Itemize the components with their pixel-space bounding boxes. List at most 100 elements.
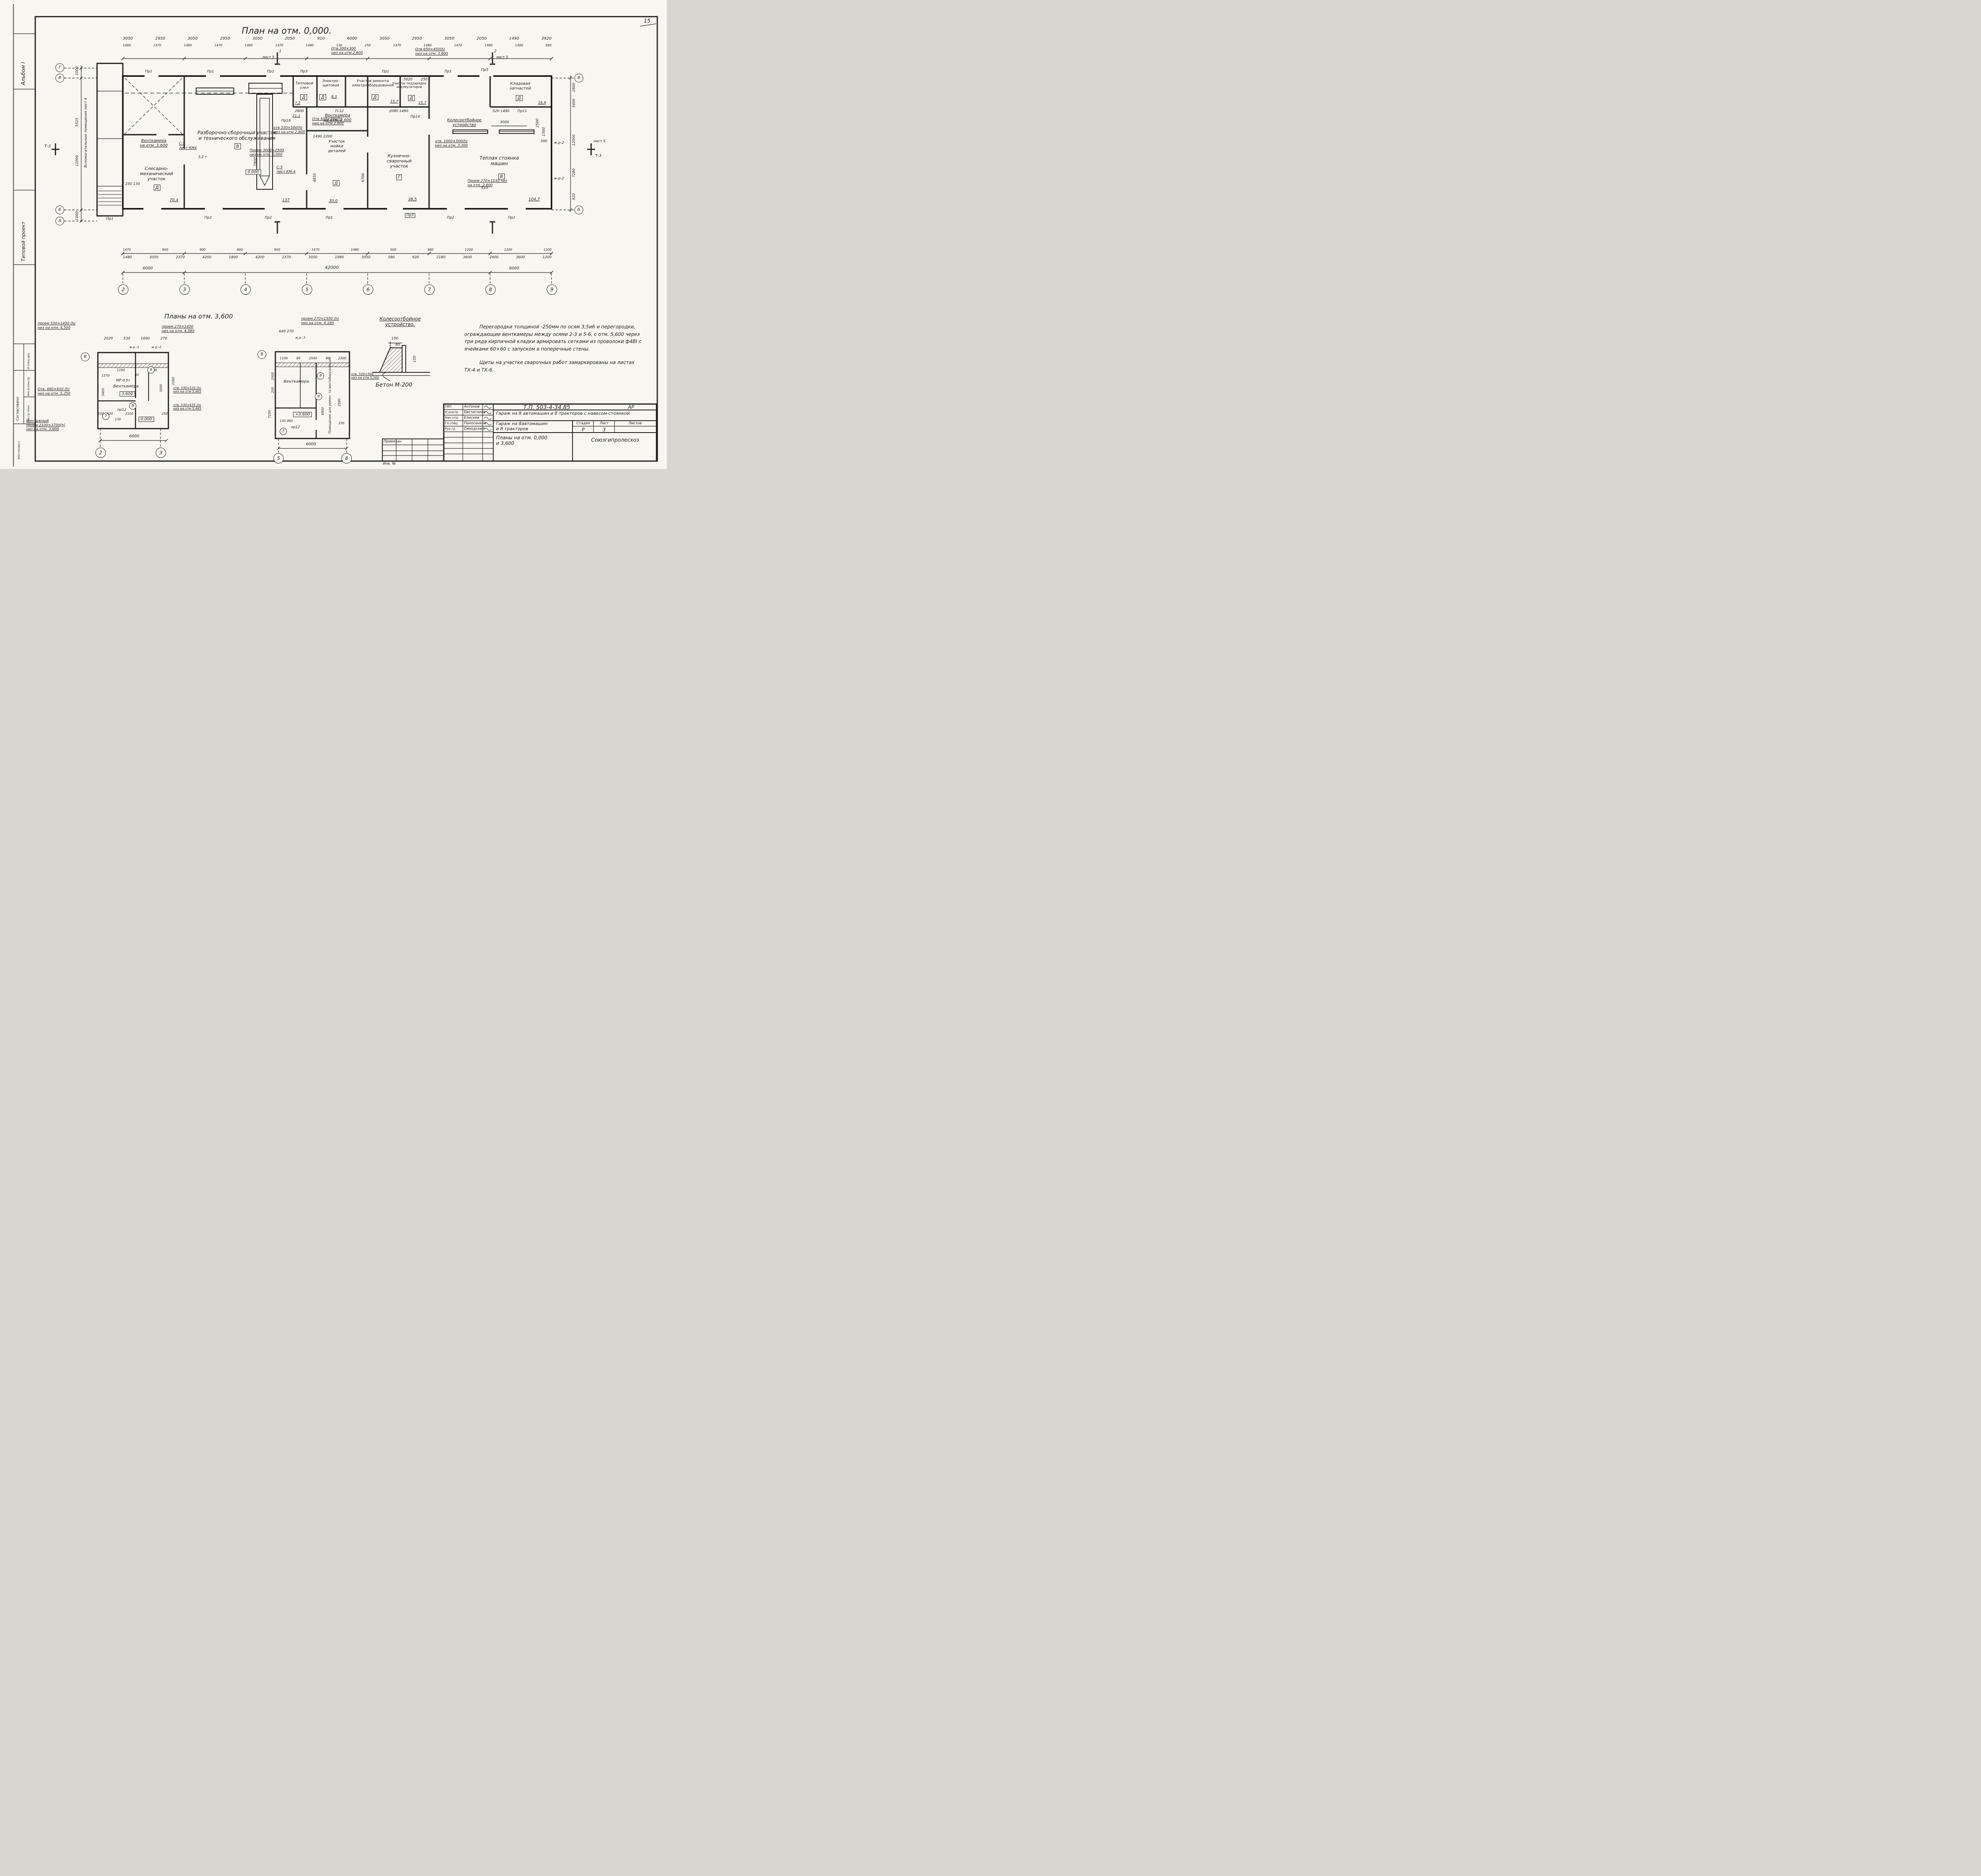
room-remonta: Участок ремонта электрооборудования [352, 79, 394, 88]
tb-name-2: Евстигнеев [464, 410, 486, 414]
album-label: Альбом I [21, 62, 27, 85]
mp-dim-2580: 2580 [338, 398, 341, 406]
mp-dim-250b: 250 [338, 421, 345, 425]
tb-mark-ar: АР [628, 404, 634, 410]
axis-3: 3 [179, 284, 190, 295]
dim-1500: 1500 [542, 127, 546, 136]
mp-ann-top: проем 270×1550 (h) низ на отм. 4.180 [301, 317, 339, 325]
ann-proem-270: Проем 270×1150 низ на отм. 2.600 [468, 179, 508, 187]
mp-axis-6: 6 [342, 453, 352, 463]
axis-5: 5 [302, 284, 312, 295]
mark-zhr2-a: ж.р-2 [554, 141, 564, 145]
tb-name-1: Антонов [464, 405, 480, 409]
gate-pr1-t5: Пр1 [445, 70, 452, 74]
mp-pos9-b: 9 [315, 393, 322, 400]
mp-zhr3: ж.р.-3 [295, 336, 305, 339]
gate-pr3-b: Пр3 [405, 213, 416, 218]
gate-pr3-t: Пр3 [300, 70, 308, 74]
gate-pr2-b4: Пр2 [508, 216, 515, 220]
dim-left-4: 1000 [75, 211, 79, 220]
blueprint-sheet: Альбом I Типовой проект Вспомогательные … [0, 0, 667, 469]
section-ref-list5-right: лист 5 [594, 139, 606, 143]
gate-pr2-b1: Пр2 [204, 216, 212, 220]
lp-room-label: Венткамера [113, 384, 139, 389]
gate-pr1-t3: Пр1 [267, 70, 275, 74]
lp-ann-tl: проем 530×1450 (h) низ на отм. 4,500 [38, 322, 76, 330]
room-moyki-area: 30,0 [329, 199, 338, 203]
dim-5620: 5620 [403, 78, 412, 82]
axis-2: 2 [118, 284, 128, 295]
ann-otv-500: Отв 500×500(h) низ на отм 2.800 [312, 117, 344, 126]
lp-ann-tr: проем 270×1450 низ на отм. 4,580 [162, 325, 195, 333]
gate-pr5-t: Пр5 [481, 68, 489, 72]
lp-pr12: пр12 [117, 408, 127, 412]
room-teplovoy: Тепловой узел [295, 82, 313, 90]
lp-ann-otv660: Отв. 660×610 (h) низ на отм. 5,250 [38, 387, 71, 396]
dim-right-2: 3400 [572, 99, 576, 108]
axis-v-left: В [55, 74, 64, 82]
lp-pos9-a: 9 [147, 366, 155, 374]
mp-room-label: Венткамера [284, 379, 309, 384]
note-paragraph-1: Перегородки толщиной -250мм по осям 3;5и… [464, 323, 643, 353]
axis-a-left: А [55, 217, 64, 225]
dim-250: 250 [421, 78, 428, 82]
room-electro-letter: Д [319, 94, 326, 100]
approved-label: Согласовано [16, 397, 20, 421]
mp-dims-top: 640 270 [279, 330, 294, 334]
mp-dim-6900: 6900 [321, 407, 324, 415]
tb-name-object: Гараж на 8автомашин и 8 тракторов [496, 421, 548, 431]
dim-right-1: 2800 [572, 83, 576, 92]
lp-mr-label: МР 0,5т [116, 379, 130, 383]
ann-area-211: 21,1 [292, 114, 301, 118]
lp-dim-1570: 1570 [101, 374, 110, 377]
ann-c5-a: С-5 лист КМ4 [179, 142, 197, 150]
section-mark-1: 1 [279, 49, 282, 53]
dim-2500: 2500 [536, 118, 540, 128]
axis-b-left: Б [55, 206, 64, 214]
ann-proem-3000: Проем 3000×2500 низ на отм. 0,000 [250, 149, 284, 157]
mp-dim-2500: 2500 [271, 372, 275, 380]
note-paragraph-2: Щиты на участке сварочных работ замаркир… [464, 359, 643, 374]
room-podzaryadki: Участок подзарядки аккумуляторов [392, 82, 427, 89]
lp-ann-mont: Монтажный проем 2100×3700(h) низ на отм.… [26, 419, 65, 432]
gate-pr1-b2: Пр1 [326, 216, 333, 220]
dim-total-center: 42000 [325, 265, 339, 270]
gate-pr11: Пр11 [517, 109, 527, 113]
room-kladovaya: Кладовая запчастей [510, 82, 531, 91]
dim-right-3: 12000 [572, 134, 576, 146]
gate-pr1-t2: Пр1 [207, 70, 214, 74]
lp-dim-250b: 250 [162, 412, 168, 416]
gate-pr1-t1: Пр1 [145, 70, 153, 74]
dim-top-subchain: 1480 1470 1480 1470 1480 1470 1480 130 2… [123, 44, 552, 47]
note-1-text: Перегородки толщиной -250мм по осям 3;5и… [464, 324, 641, 352]
room-teplovoy-letter: Д [300, 94, 307, 100]
elevation-0000: 0.000 [246, 170, 261, 175]
gate-pr16: Пр16 [281, 119, 291, 123]
ann-koleso: Колесоотбойное устройство [447, 118, 482, 127]
ann-otv-650: Отв 650×450(h) низ на отм. 3.800 [415, 48, 448, 56]
main-plan-title: План на отм. 0,000. [242, 26, 332, 36]
mp-dim-6000: 6000 [306, 442, 316, 446]
tb-role-5: Рук.гр [445, 427, 456, 431]
ann-otv-300: Отв.300×300 низ на отм.2,800 [331, 47, 363, 55]
section-ref-list5-a: лист 5 [262, 55, 275, 59]
room-stoyanka-letter: В [498, 173, 505, 179]
aux-rooms-label: Вспомогательные помещения лист 4 [84, 97, 88, 168]
dim-7800: 7800 [254, 157, 258, 166]
lp-zhr1: ж.р.-1 [129, 345, 139, 349]
dim-520-1490: 520 1490 [492, 109, 510, 113]
room-razborochny: Разборочно-сборочный участок и техническ… [197, 130, 277, 141]
room-slesarny-letter: Д [154, 185, 160, 191]
room-moyki: Участок мойки деталей [328, 139, 346, 153]
room-razborochny-letter: В [235, 143, 241, 149]
dim-bottom-chain: 1480 3050 2370 4200 1800 4200 2370 3050 … [123, 255, 552, 259]
ann-c5-b: С-5 лист КМ-4 [277, 166, 296, 174]
mp-dim-130-960: 130 960 [280, 419, 293, 423]
room-slesarny-area: 70,4 [170, 198, 179, 202]
gate-pr1-b1: Пр1 [106, 217, 114, 221]
project-type-label: Типовой проект [21, 221, 26, 261]
tb-role-3: Нач.отд [445, 416, 458, 419]
sheet-corner-number: 15 [644, 18, 651, 24]
room-electro: Электро- щитовая [322, 79, 340, 88]
detail-material: Бетон М-200 [376, 382, 412, 388]
